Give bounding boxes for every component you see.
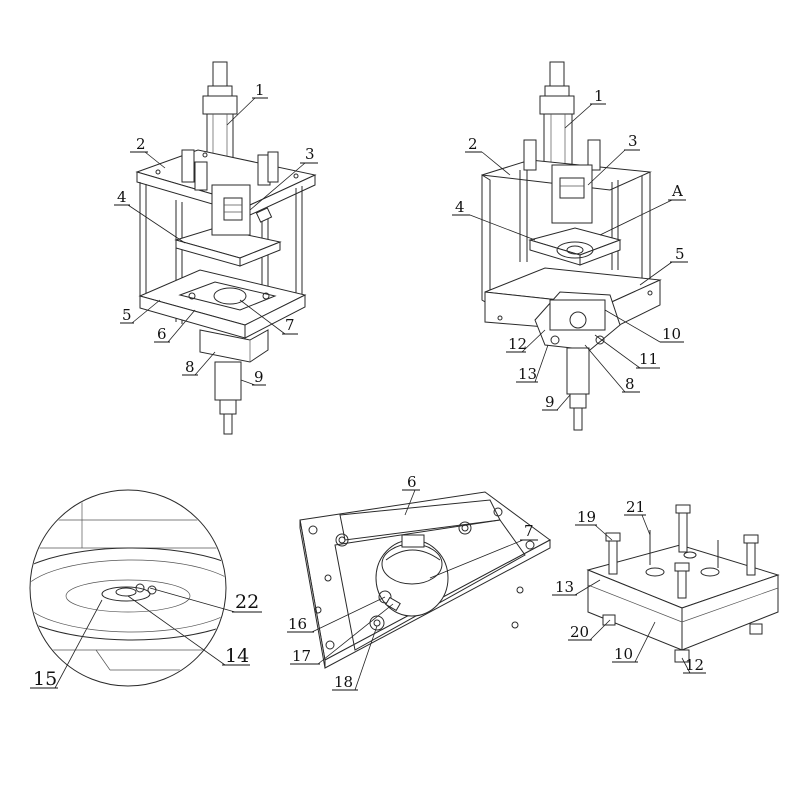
label-2-a: 2 (136, 135, 146, 153)
label-21: 21 (626, 498, 645, 516)
label-13-block: 13 (555, 578, 574, 596)
label-15: 15 (33, 668, 57, 690)
label-9-a: 9 (254, 368, 264, 386)
label-10-b: 10 (662, 325, 681, 343)
assembly-view-a (135, 61, 317, 435)
label-1-a: 1 (255, 81, 265, 99)
label-17: 17 (292, 647, 311, 665)
label-7-plate: 7 (524, 522, 534, 540)
label-3-a: 3 (305, 145, 315, 163)
label-8-a: 8 (185, 358, 195, 376)
detail-view-circle: 22 14 15 (29, 489, 262, 690)
callouts-view-a: 1 2 3 4 5 6 7 8 9 (114, 81, 318, 386)
label-12-b: 12 (508, 335, 527, 353)
label-16: 16 (288, 615, 307, 633)
label-7-a: 7 (285, 316, 295, 334)
callouts-block-view: 19 21 13 20 10 12 (552, 498, 706, 674)
label-1-b: 1 (594, 87, 604, 105)
label-3-b: 3 (628, 132, 638, 150)
label-5-b: 5 (675, 245, 685, 263)
assembly-view-b (481, 61, 662, 431)
block-view (586, 504, 780, 663)
label-20: 20 (570, 623, 589, 641)
label-2-b: 2 (468, 135, 478, 153)
label-4-a: 4 (117, 188, 127, 206)
label-8-b: 8 (625, 375, 635, 393)
plate-view (299, 491, 551, 669)
label-6-plate: 6 (407, 473, 417, 491)
label-11-b: 11 (639, 350, 658, 368)
label-19: 19 (577, 508, 596, 526)
label-6-a: 6 (157, 325, 167, 343)
label-12-block: 12 (685, 656, 704, 674)
label-4-b: 4 (455, 198, 465, 216)
label-13-b: 13 (518, 365, 537, 383)
label-9-b: 9 (545, 393, 555, 411)
callouts-view-b: 1 2 3 4 A 5 10 12 11 13 8 9 (452, 87, 688, 411)
callouts-plate-view: 6 7 16 17 18 (287, 473, 538, 691)
label-18: 18 (334, 673, 353, 691)
label-14: 14 (225, 645, 249, 667)
label-a-b: A (671, 182, 683, 200)
label-5-a: 5 (122, 306, 132, 324)
label-10-block: 10 (614, 645, 633, 663)
label-22: 22 (235, 591, 259, 613)
